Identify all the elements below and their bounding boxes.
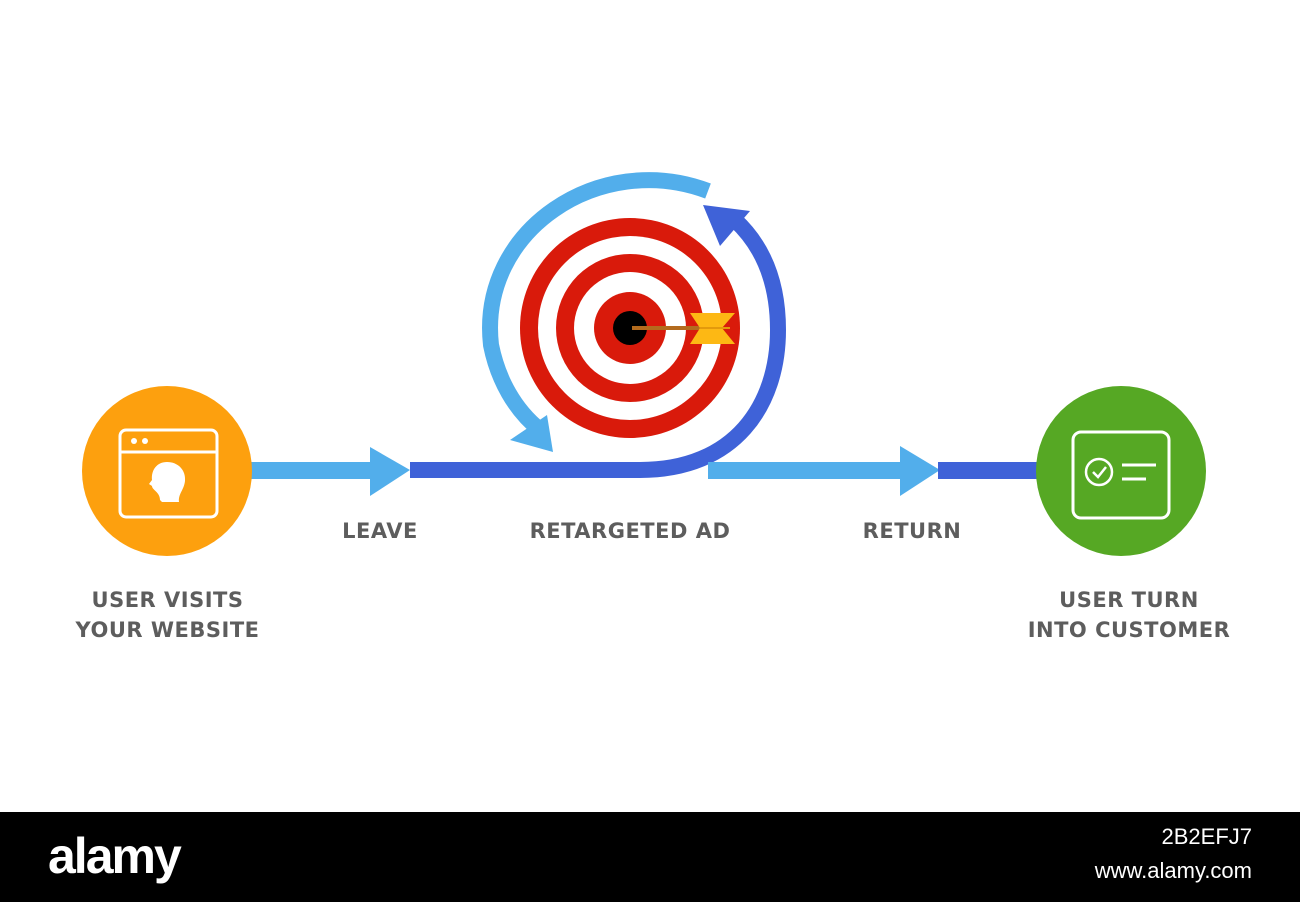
end-connector (938, 462, 1043, 479)
checkmark-card-icon (1071, 430, 1171, 520)
dart-icon (632, 313, 735, 344)
start-node (82, 386, 252, 556)
step-label-return: RETURN (862, 519, 962, 543)
return-arrow (708, 446, 940, 496)
watermark-footer: alamy 2B2EFJ7 www.alamy.com (0, 812, 1300, 902)
retarget-loop-dark-arrow (410, 205, 786, 478)
end-node (1036, 386, 1206, 556)
retargeting-diagram: LEAVE RETARGETED AD RETURN USER VISITS Y… (60, 172, 1248, 645)
target-icon (520, 218, 740, 438)
start-node-label: USER VISITS YOUR WEBSITE (60, 585, 275, 645)
end-label-line1: USER TURN (1059, 588, 1199, 612)
start-label-line1: USER VISITS (91, 588, 244, 612)
start-label-line2: YOUR WEBSITE (75, 618, 260, 642)
image-id: 2B2EFJ7 (1161, 824, 1253, 849)
step-label-leave: LEAVE (342, 519, 418, 543)
browser-user-icon (118, 428, 219, 519)
brand-logo: alamy (48, 828, 182, 884)
site-url: www.alamy.com (1094, 858, 1252, 883)
step-label-retargeted-ad: RETARGETED AD (529, 519, 731, 543)
end-label-line2: INTO CUSTOMER (1027, 618, 1231, 642)
leave-arrow (250, 447, 410, 496)
retarget-loop-light-arrow (482, 172, 711, 452)
diagram-canvas (82, 172, 1206, 556)
end-node-label: USER TURN INTO CUSTOMER (1010, 585, 1248, 645)
